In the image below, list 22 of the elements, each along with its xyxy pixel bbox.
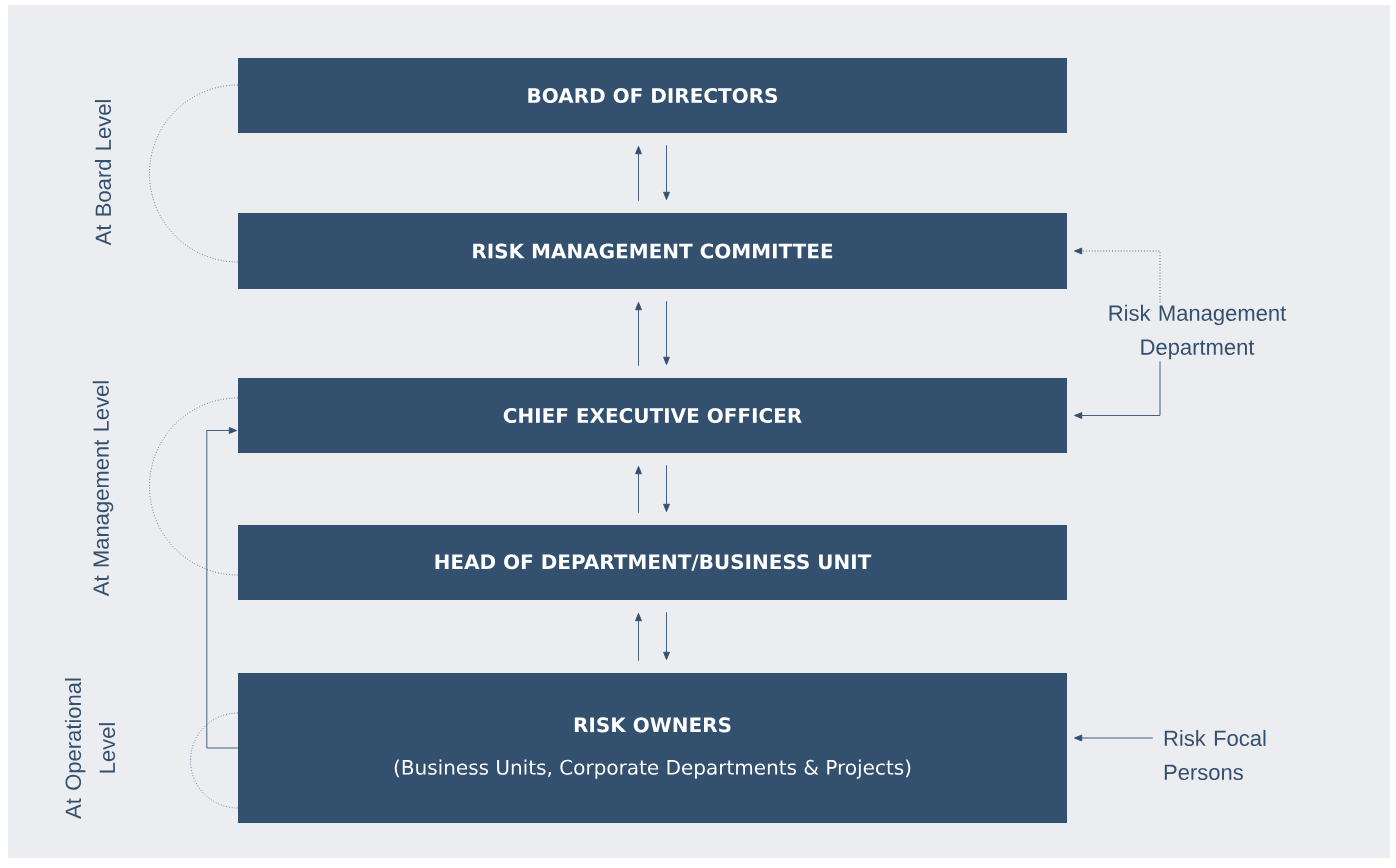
- arrow: [635, 613, 642, 662]
- arrow: [1074, 361, 1161, 419]
- arrow: [635, 466, 642, 514]
- arrow: [1074, 734, 1154, 742]
- level-label: At Board Level: [94, 100, 112, 246]
- level-box: CHIEF EXECUTIVE OFFICER: [238, 378, 1067, 453]
- arrow: [663, 611, 670, 661]
- arrow: [1074, 247, 1161, 303]
- arrow: [635, 302, 642, 367]
- level-box: RISK MANAGEMENT COMMITTEE: [238, 213, 1067, 289]
- level-label: At Management Level: [92, 381, 114, 597]
- arrow: [663, 464, 670, 512]
- arrow: [663, 144, 670, 200]
- arrow: [635, 146, 642, 202]
- side-label: Risk Focal Persons: [1164, 729, 1266, 781]
- level-label: At Operational Level: [64, 678, 116, 819]
- level-box: BOARD OF DIRECTORS: [238, 58, 1067, 133]
- side-label: Risk Management Department: [1109, 304, 1287, 360]
- arrow: [206, 427, 239, 749]
- level-box: HEAD OF DEPARTMENT/BUSINESS UNIT: [238, 525, 1067, 600]
- level-box: RISK OWNERS (Business Units, Corporate Departments & Projects): [238, 673, 1067, 823]
- arrow: [663, 300, 670, 365]
